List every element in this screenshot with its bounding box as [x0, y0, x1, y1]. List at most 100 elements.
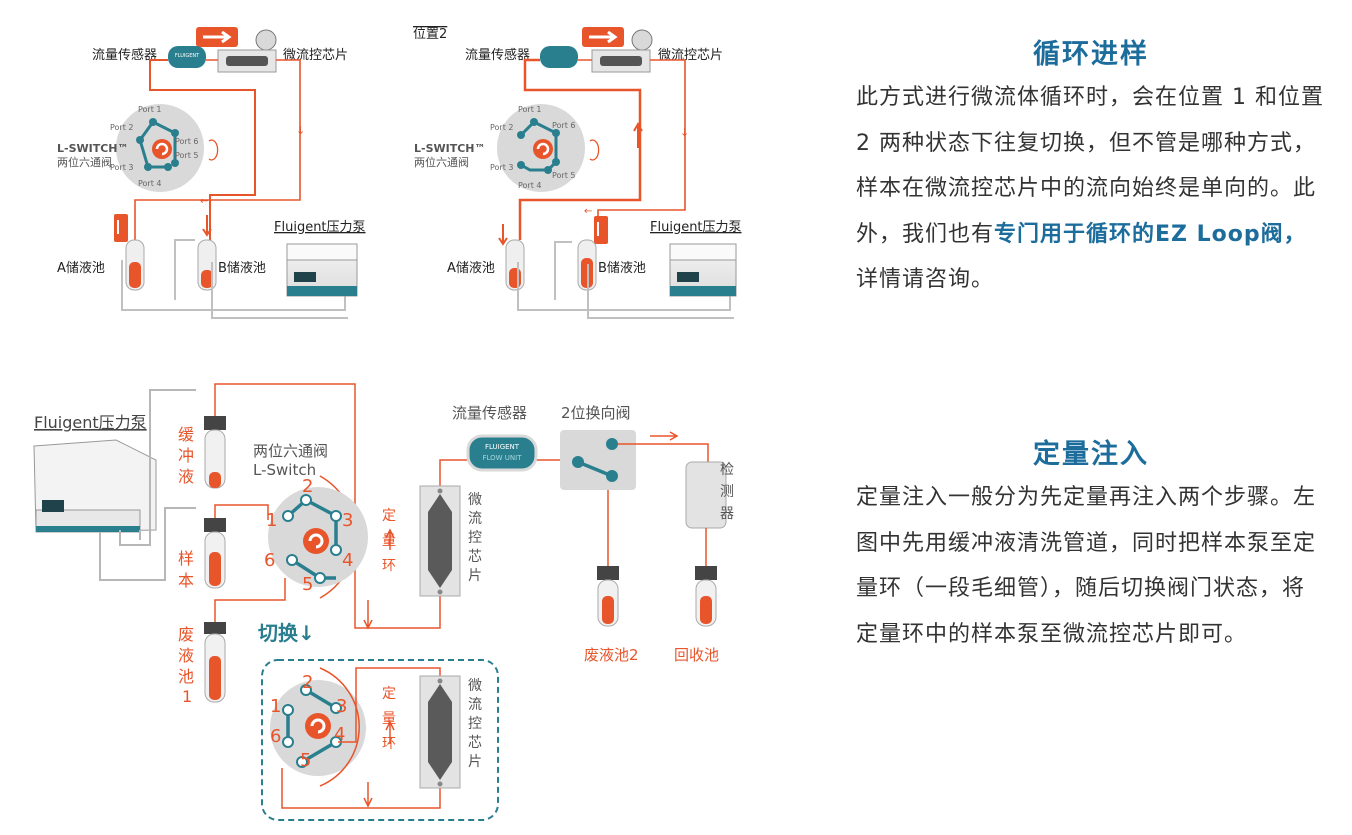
chip-label: 芯: [468, 735, 482, 751]
flow-sensor-label: 流量传感器: [465, 47, 530, 63]
chip-device: [217, 49, 277, 73]
port-number: 4: [342, 550, 353, 571]
diagram-quantitative-injection: Fluigent压力泵 缓 冲 液 样 本: [33, 383, 734, 821]
ez-loop-highlight: 专门用于循环的EZ Loop阀，: [994, 221, 1307, 247]
reservoir-a-label: A储液池: [447, 261, 495, 276]
svg-text:←: ←: [200, 196, 208, 207]
port-label: Port 4: [518, 181, 542, 190]
valve-name: L-SWITCH™: [414, 142, 486, 155]
port-number: 1: [270, 696, 281, 717]
port-label: Port 1: [138, 105, 162, 114]
loop-label: 环: [382, 736, 396, 752]
port-number: 3: [336, 696, 347, 717]
section-title: 定量注入: [1033, 439, 1149, 470]
detector-label: 器: [720, 506, 734, 522]
waste-tube-2: [597, 566, 619, 627]
valve-desc: 两位六通阀: [57, 155, 112, 169]
microfluidic-chip-switched: [419, 675, 461, 789]
flow-sensor-device: FLUIGENT FLOW UNIT: [466, 434, 538, 472]
flow-sensor-label: 流量传感器: [452, 404, 527, 422]
port-number: 6: [270, 726, 281, 747]
buffer-label: 缓: [178, 425, 194, 444]
valve-name: L-Switch: [253, 461, 316, 479]
port-label: Port 4: [138, 179, 162, 188]
rotate-icon: [152, 139, 172, 159]
valve-desc: 两位六通阀: [253, 442, 328, 460]
position-label: 位置2: [413, 27, 447, 42]
port-number: 5: [302, 574, 313, 595]
section-body: 定量注入一般分为先定量再注入两个步骤。左图中先用缓冲液清洗管道，同时把样本泵至定…: [856, 485, 1317, 647]
waste1-label: 1: [182, 687, 192, 706]
pressure-pump: [669, 243, 737, 297]
body-text-end: 详情请咨询。: [856, 267, 995, 292]
port-label: Port 6: [175, 137, 199, 146]
loop-label: 定: [382, 686, 396, 702]
port-number: 6: [264, 550, 275, 571]
port-label: Port 3: [490, 163, 514, 172]
buffer-label: 液: [178, 467, 194, 486]
l-switch-valve-switched: [270, 680, 366, 776]
recovery-label: 回收池: [674, 646, 719, 664]
recovery-tube: [695, 566, 717, 627]
loop-label: 量: [382, 533, 396, 549]
reservoir-b: [577, 216, 608, 291]
reservoir-a-label: A储液池: [57, 261, 105, 276]
sample-label: 样: [178, 549, 194, 568]
port-number: 1: [266, 510, 277, 531]
flow-direction-arrow: [196, 27, 238, 47]
flow-sensor-device: [540, 46, 578, 68]
two-way-valve-label: 2位换向阀: [561, 404, 631, 422]
waste1-label: 池: [178, 667, 194, 686]
loop-label: 量: [382, 711, 396, 727]
detector-label: 测: [720, 484, 734, 500]
port-number: 5: [300, 750, 311, 771]
port-number: 3: [342, 510, 353, 531]
buffer-tube: [204, 416, 226, 489]
rotate-icon: [303, 528, 329, 554]
sample-tube: [204, 518, 226, 589]
loop-label: 定: [382, 508, 396, 524]
l-switch-valve: [497, 104, 600, 192]
circulation-section: 循环进样 此方式进行微流体循环时，会在位置 1 和位置 2 两种状态下往复切换，…: [856, 32, 1326, 303]
reservoir-b-label: B储液池: [218, 261, 266, 276]
flow-direction-arrow: [582, 27, 624, 47]
port-label: Port 2: [490, 123, 514, 132]
pressure-pump: [286, 243, 358, 297]
port-label: Port 6: [552, 121, 576, 130]
switch-label: 切换↓: [258, 621, 315, 645]
pump-label: Fluigent压力泵: [650, 220, 742, 235]
port-number: 4: [334, 724, 345, 745]
switched-state-box: [261, 659, 499, 821]
valve-name: L-SWITCH™: [57, 142, 129, 155]
two-way-valve: [560, 430, 636, 490]
waste1-label: 液: [178, 646, 194, 665]
diagram-canvas: 流量传感器 FLUIGENT 微流控芯片 ↓ ←: [33, 27, 742, 821]
section-title: 循环进样: [1033, 39, 1149, 70]
reservoir-a: [505, 239, 525, 291]
chip-label: 流: [468, 697, 482, 713]
chip-label: 微: [468, 492, 482, 508]
quantitative-injection-section: 定量注入 定量注入一般分为先定量再注入两个步骤。左图中先用缓冲液清洗管道，同时把…: [856, 432, 1326, 657]
chip-label: 控: [468, 716, 482, 732]
chip-label: 流: [468, 511, 482, 527]
chip-device: [591, 49, 651, 73]
buffer-label: 冲: [178, 446, 194, 465]
sample-label: 本: [178, 571, 194, 590]
port-label: Port 5: [175, 151, 199, 160]
detector-label: 检: [720, 462, 734, 478]
microscope-icon: [255, 29, 277, 51]
diagram-position-1: 流量传感器 FLUIGENT 微流控芯片 ↓ ←: [57, 27, 366, 319]
port-label: Port 1: [518, 105, 542, 114]
svg-text:↓: ↓: [680, 126, 689, 139]
flow-sensor-label: 流量传感器: [92, 47, 157, 63]
pump-label: Fluigent压力泵: [274, 220, 366, 235]
port-label: Port 2: [110, 123, 134, 132]
svg-text:↓: ↓: [296, 124, 305, 137]
sensor-brand: FLUIGENT: [485, 443, 520, 451]
pump-label: Fluigent压力泵: [34, 413, 147, 432]
waste2-label: 废液池2: [584, 646, 639, 664]
waste-tube-1: [204, 622, 226, 703]
chip-label: 微: [468, 678, 482, 694]
sensor-unit: FLOW UNIT: [482, 454, 522, 462]
chip-label: 控: [468, 530, 482, 546]
